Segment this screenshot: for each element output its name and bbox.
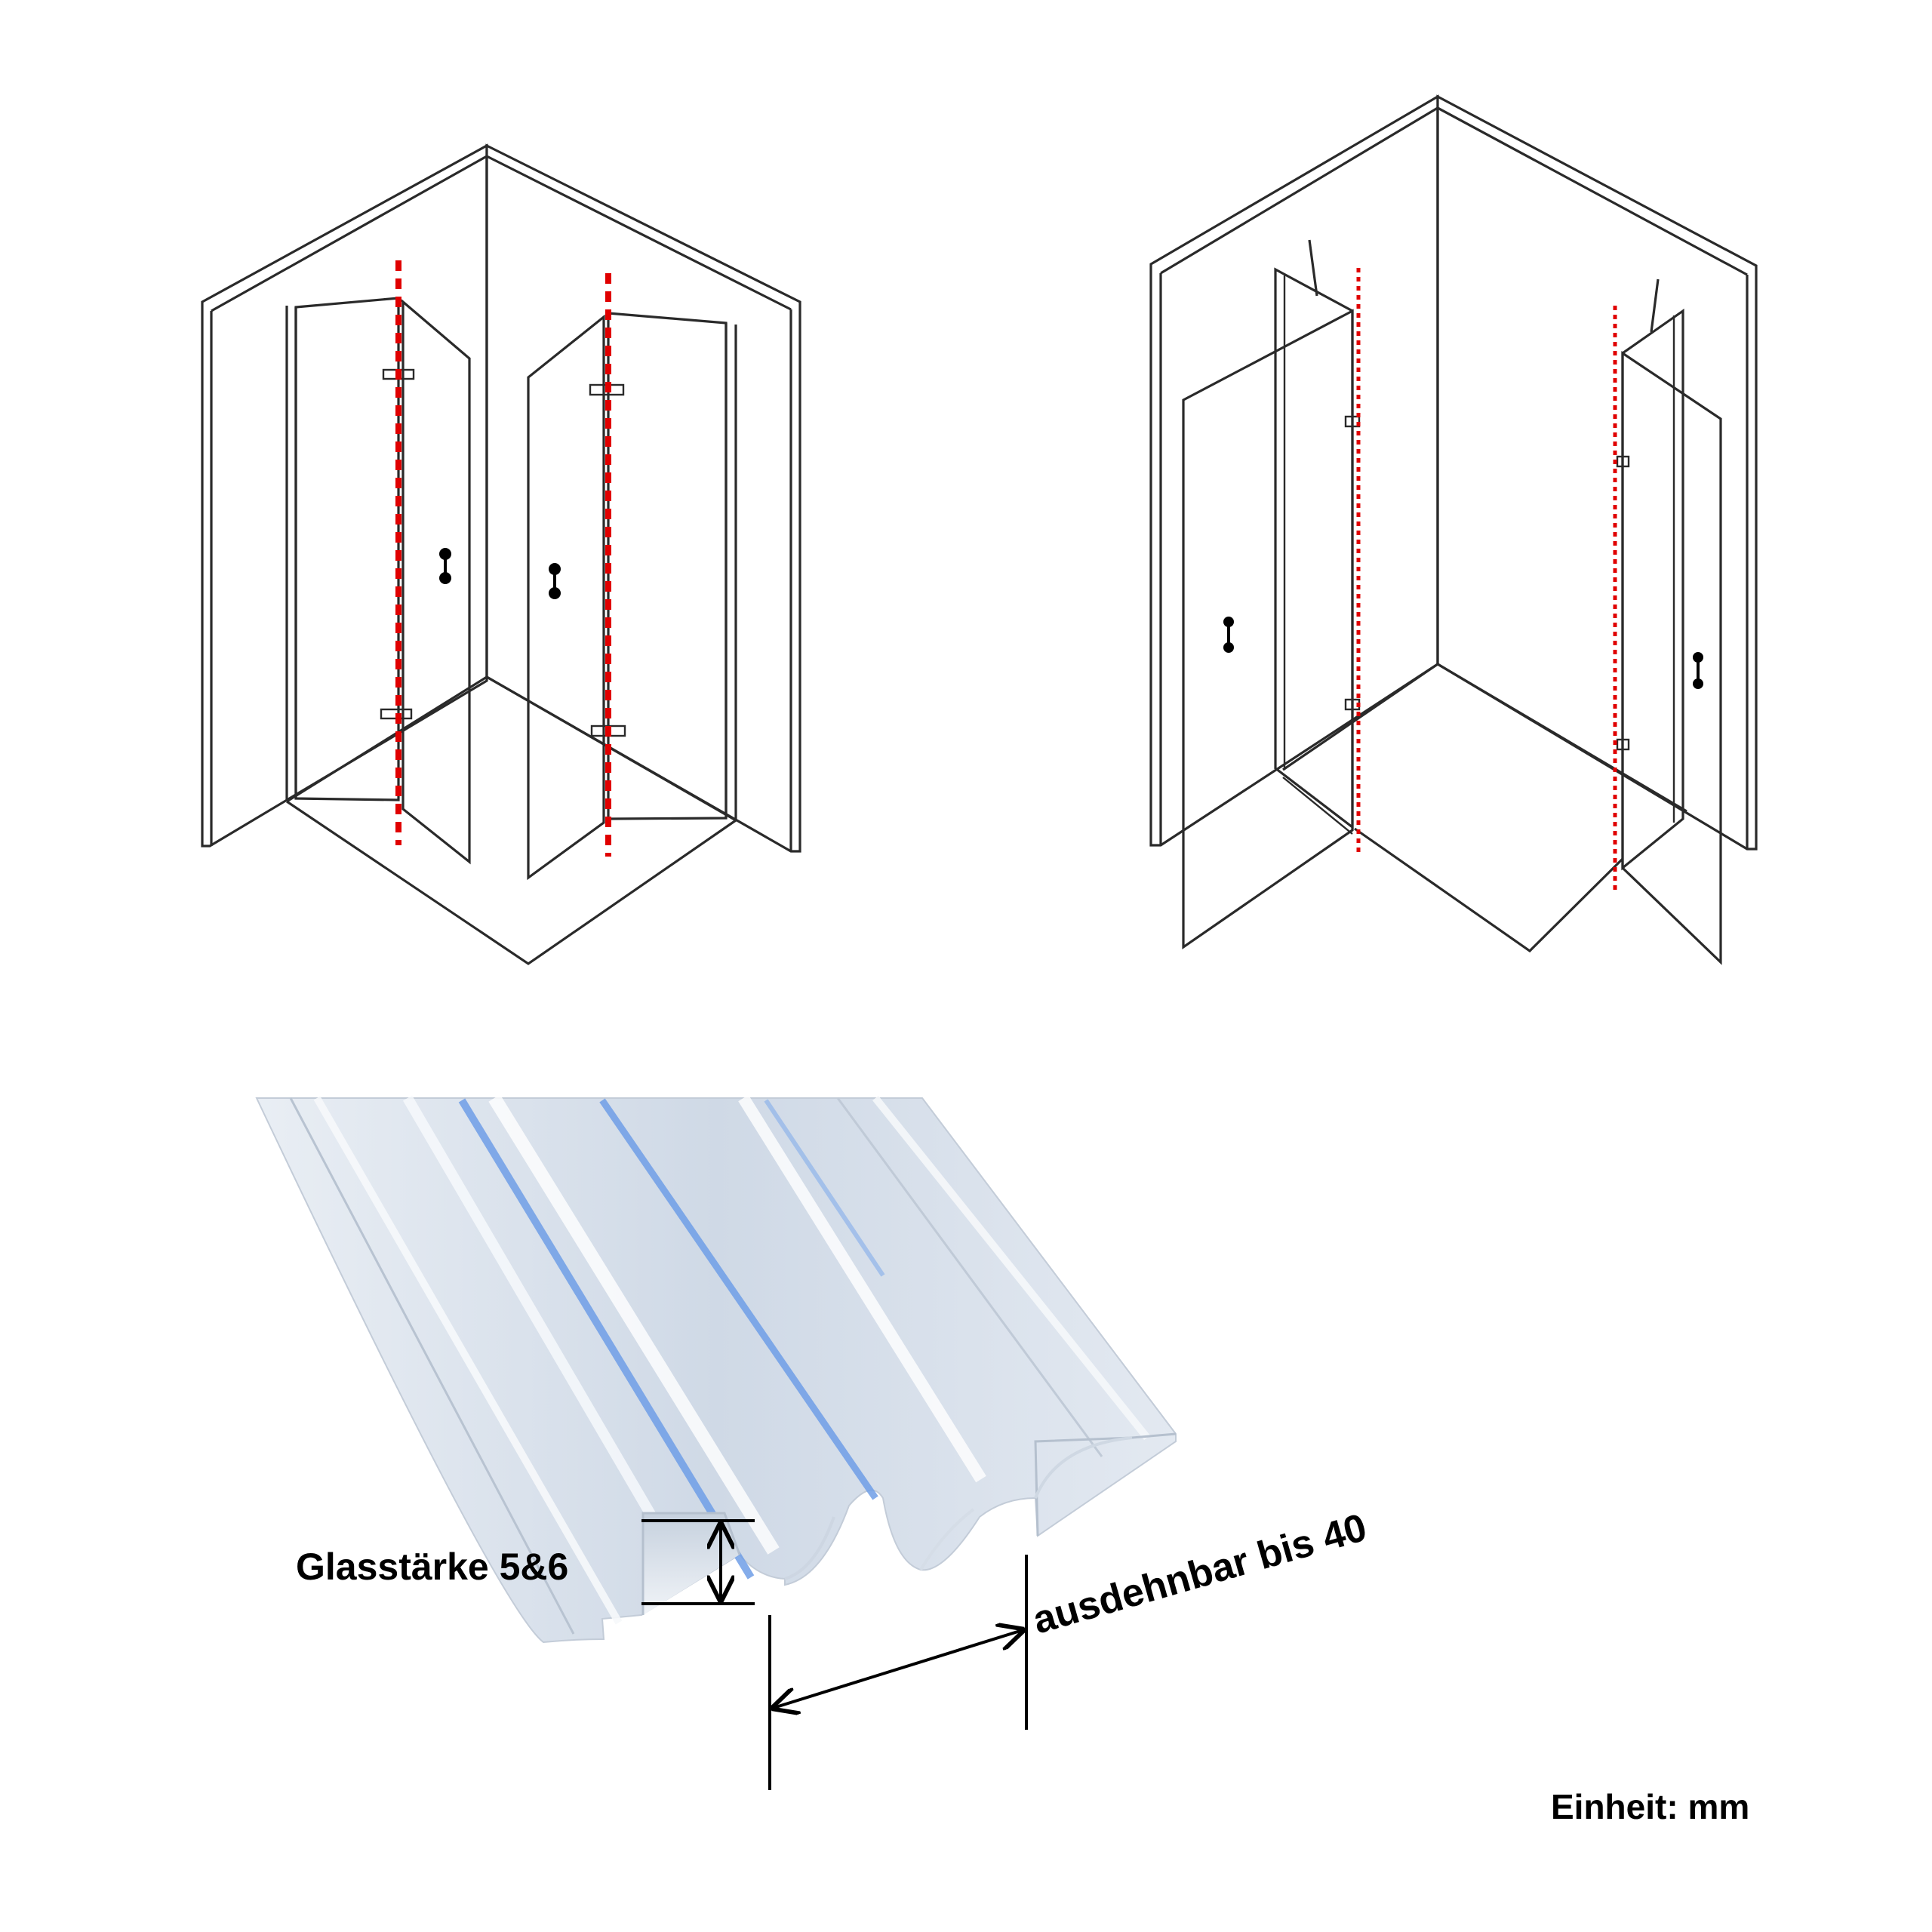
right-bifold-door [527, 273, 737, 881]
expand-width-dimension [770, 1555, 1026, 1790]
seal-blue-stripe [599, 1098, 878, 1500]
seal-blue-stripe [458, 1098, 755, 1580]
hinge-icon [1344, 415, 1361, 428]
right-shower-diagram [1149, 94, 1758, 965]
left-shower-floor [286, 675, 737, 965]
left-pivot-door [1182, 239, 1361, 950]
right-pivot-door [1613, 278, 1722, 965]
hinge-icon [1616, 738, 1630, 751]
left-shower-walls [201, 143, 801, 853]
left-shower-diagram [201, 143, 801, 965]
door-handle-icon [549, 563, 561, 599]
door-handle-icon [1693, 652, 1703, 689]
door-handle-icon [439, 548, 451, 584]
right-shower-floor [1282, 663, 1687, 953]
glass-thickness-label: Glasstärke 5&6 [296, 1546, 568, 1588]
left-bifold-door [285, 260, 471, 865]
unit-label: Einheit: mm [1551, 1787, 1749, 1826]
glass-thickness-dimension [641, 1519, 755, 1605]
hinge-icon [1616, 455, 1630, 468]
expandable-label: ausdehnbar bis 40 [1028, 1506, 1371, 1643]
seal-profile-image [255, 1094, 1177, 1644]
right-shower-walls [1149, 94, 1758, 851]
door-handle-icon [1223, 617, 1234, 653]
